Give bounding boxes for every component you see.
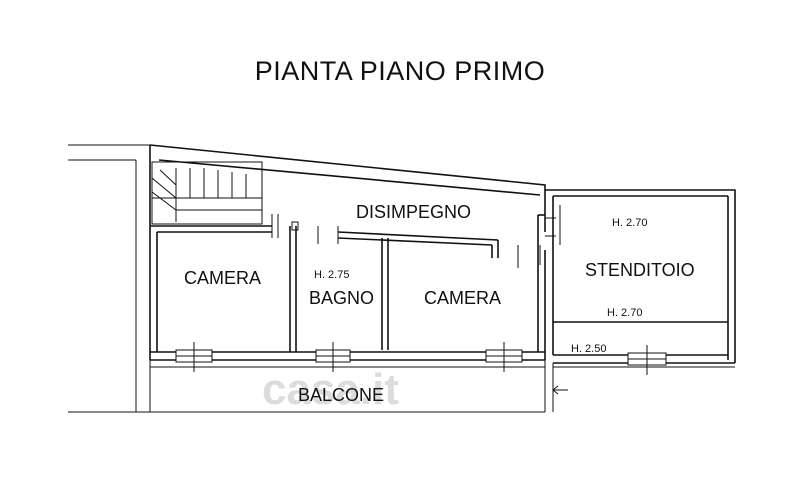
- window-left: [175, 342, 213, 372]
- room-label-disimpegno: DISIMPEGNO: [356, 202, 471, 222]
- staircase: [151, 161, 263, 225]
- room-label-bagno: BAGNO: [309, 288, 374, 308]
- height-label-stenditoio-low: H. 2.50: [571, 343, 606, 355]
- room-label-camera-right: CAMERA: [424, 288, 501, 308]
- front-wall: [150, 342, 735, 375]
- window-stenditoio: [627, 345, 667, 375]
- height-label-stenditoio-top: H. 2.70: [612, 217, 647, 229]
- balcony-outline: [149, 360, 735, 413]
- window-camera: [485, 342, 523, 372]
- height-label-stenditoio-mid: H. 2.70: [607, 307, 642, 319]
- openings: [271, 214, 556, 268]
- room-label-camera-left: CAMERA: [184, 268, 261, 288]
- height-label-bagno: H. 2.75: [314, 269, 349, 281]
- watermark-text: casa.it: [262, 365, 399, 414]
- building-outline: [149, 144, 736, 363]
- interior-walls: [150, 196, 728, 355]
- room-label-stenditoio: STENDITOIO: [585, 260, 695, 280]
- room-label-balcone: BALCONE: [298, 385, 384, 405]
- plan-title: PIANTA PIANO PRIMO: [254, 56, 546, 86]
- left-boundary: [68, 144, 150, 413]
- window-bagno: [315, 342, 351, 372]
